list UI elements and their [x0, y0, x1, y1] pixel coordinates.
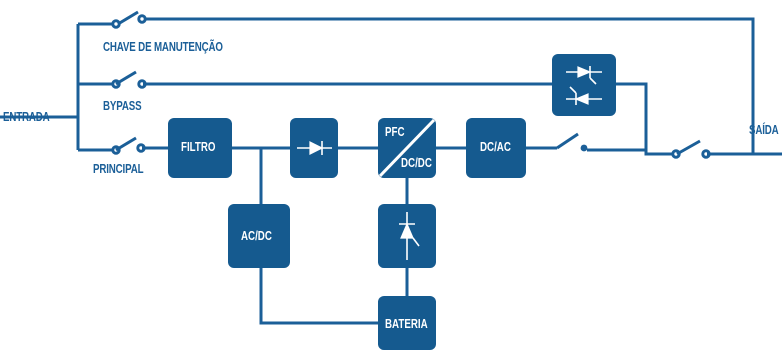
bypass-line [78, 82, 674, 156]
bypass-switch [111, 70, 147, 89]
ac-dc-block [228, 204, 290, 268]
output-switch [556, 132, 588, 152]
ac-dc-label: AC/DC [241, 229, 272, 243]
entrada-label: ENTRADA [3, 110, 50, 124]
output-switch-blade-icon [556, 132, 579, 150]
maintenance-switch-blade-icon [117, 10, 139, 26]
principal-switch [111, 136, 146, 155]
bateria-block [378, 296, 436, 350]
principal-switch-contact-icon [111, 145, 121, 155]
dc-dc-label: DC/DC [401, 156, 432, 170]
maintenance-switch [111, 10, 147, 29]
bateria-label: BATERIA [385, 317, 428, 331]
pfc-label: PFC [385, 125, 405, 139]
output-switch-contact-icon [580, 144, 588, 152]
saida-switch-contact-icon [701, 149, 711, 159]
principal-label: PRINCIPAL [93, 162, 144, 176]
bypass-label: BYPASS [103, 99, 142, 113]
saida-label: SAÍDA [749, 123, 779, 137]
saida-switch-contact-icon [671, 149, 681, 159]
thyristor-pair-icon [566, 66, 602, 105]
dc-ac-block [466, 118, 526, 178]
dc-ac-label: DC/AC [480, 140, 511, 154]
pfc-dcdc-divider [378, 118, 436, 178]
principal-switch-contact-icon [136, 143, 146, 153]
wires [0, 17, 782, 325]
filtro-label: FILTRO [181, 140, 216, 154]
saida-switch [671, 139, 711, 159]
vertical-diode-icon [399, 212, 420, 260]
static-switch-block [552, 54, 616, 116]
chave-manutencao-label: CHAVE DE MANUTENÇÃO [103, 40, 223, 54]
bypass-switch-contact-icon [111, 79, 121, 89]
maintenance-switch-contact-icon [137, 14, 147, 24]
saida-switch-blade-icon [676, 139, 701, 156]
ac-dc-branch [259, 148, 378, 325]
maintenance-line [78, 17, 782, 156]
filtro-block [168, 118, 232, 178]
diode-icon [297, 141, 332, 155]
maintenance-switch-contact-icon [111, 19, 121, 29]
bypass-switch-contact-icon [137, 79, 147, 89]
